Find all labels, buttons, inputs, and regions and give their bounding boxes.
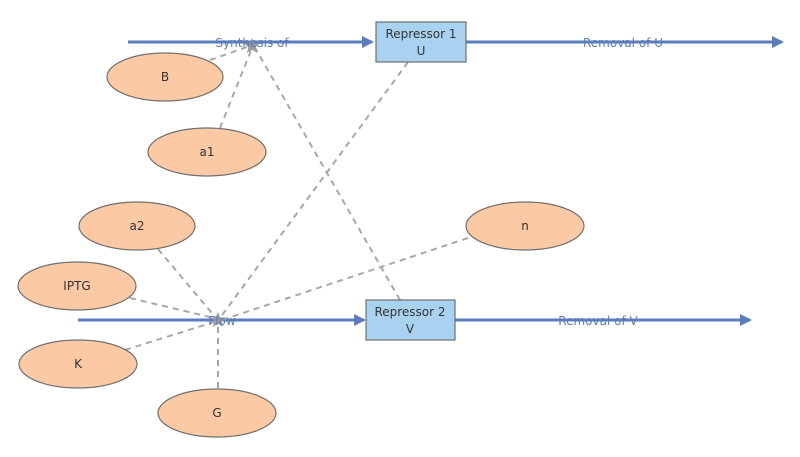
synthesis-v-valve-icon[interactable] xyxy=(210,312,226,327)
stock-repressor-1[interactable]: Repressor 1 U xyxy=(375,21,467,63)
param-g-label: G xyxy=(212,406,221,420)
param-k-label: K xyxy=(74,357,83,371)
param-n-label: n xyxy=(521,219,529,233)
param-iptg-label: IPTG xyxy=(63,279,90,293)
link-b-to-synthesis-u xyxy=(209,45,251,61)
stock-repressor-1-name: Repressor 1 xyxy=(385,27,456,41)
link-a2-to-synthesis-v xyxy=(157,248,217,319)
param-iptg[interactable]: IPTG xyxy=(17,261,137,311)
influence-links xyxy=(124,45,469,388)
link-u-to-synthesis-v xyxy=(219,61,409,319)
param-a1[interactable]: a1 xyxy=(147,127,267,177)
synthesis-v-label: Flow xyxy=(208,314,236,328)
link-k-to-synthesis-v xyxy=(124,321,215,351)
removal-v-label: Removal of V xyxy=(558,314,638,328)
link-a1-to-synthesis-u xyxy=(219,47,253,129)
param-b-label: B xyxy=(161,70,169,84)
param-n[interactable]: n xyxy=(465,201,585,251)
stock-repressor-2-name: Repressor 2 xyxy=(374,305,445,319)
param-g[interactable]: G xyxy=(157,388,277,438)
stock-repressor-2[interactable]: Repressor 2 V xyxy=(365,299,456,341)
removal-u-label: Removal of U xyxy=(583,36,663,50)
stock-repressor-1-var: U xyxy=(417,44,426,58)
param-a2-label: a2 xyxy=(130,219,145,233)
param-a1-label: a1 xyxy=(200,145,215,159)
synthesis-u-label: Synthesis of xyxy=(215,36,289,50)
param-a2[interactable]: a2 xyxy=(78,201,196,251)
synthesis-u-valve-icon[interactable] xyxy=(244,38,260,53)
param-k[interactable]: K xyxy=(18,339,138,389)
param-b[interactable]: B xyxy=(106,52,224,102)
stock-repressor-2-var: V xyxy=(406,322,415,336)
link-iptg-to-synthesis-v xyxy=(129,297,215,319)
